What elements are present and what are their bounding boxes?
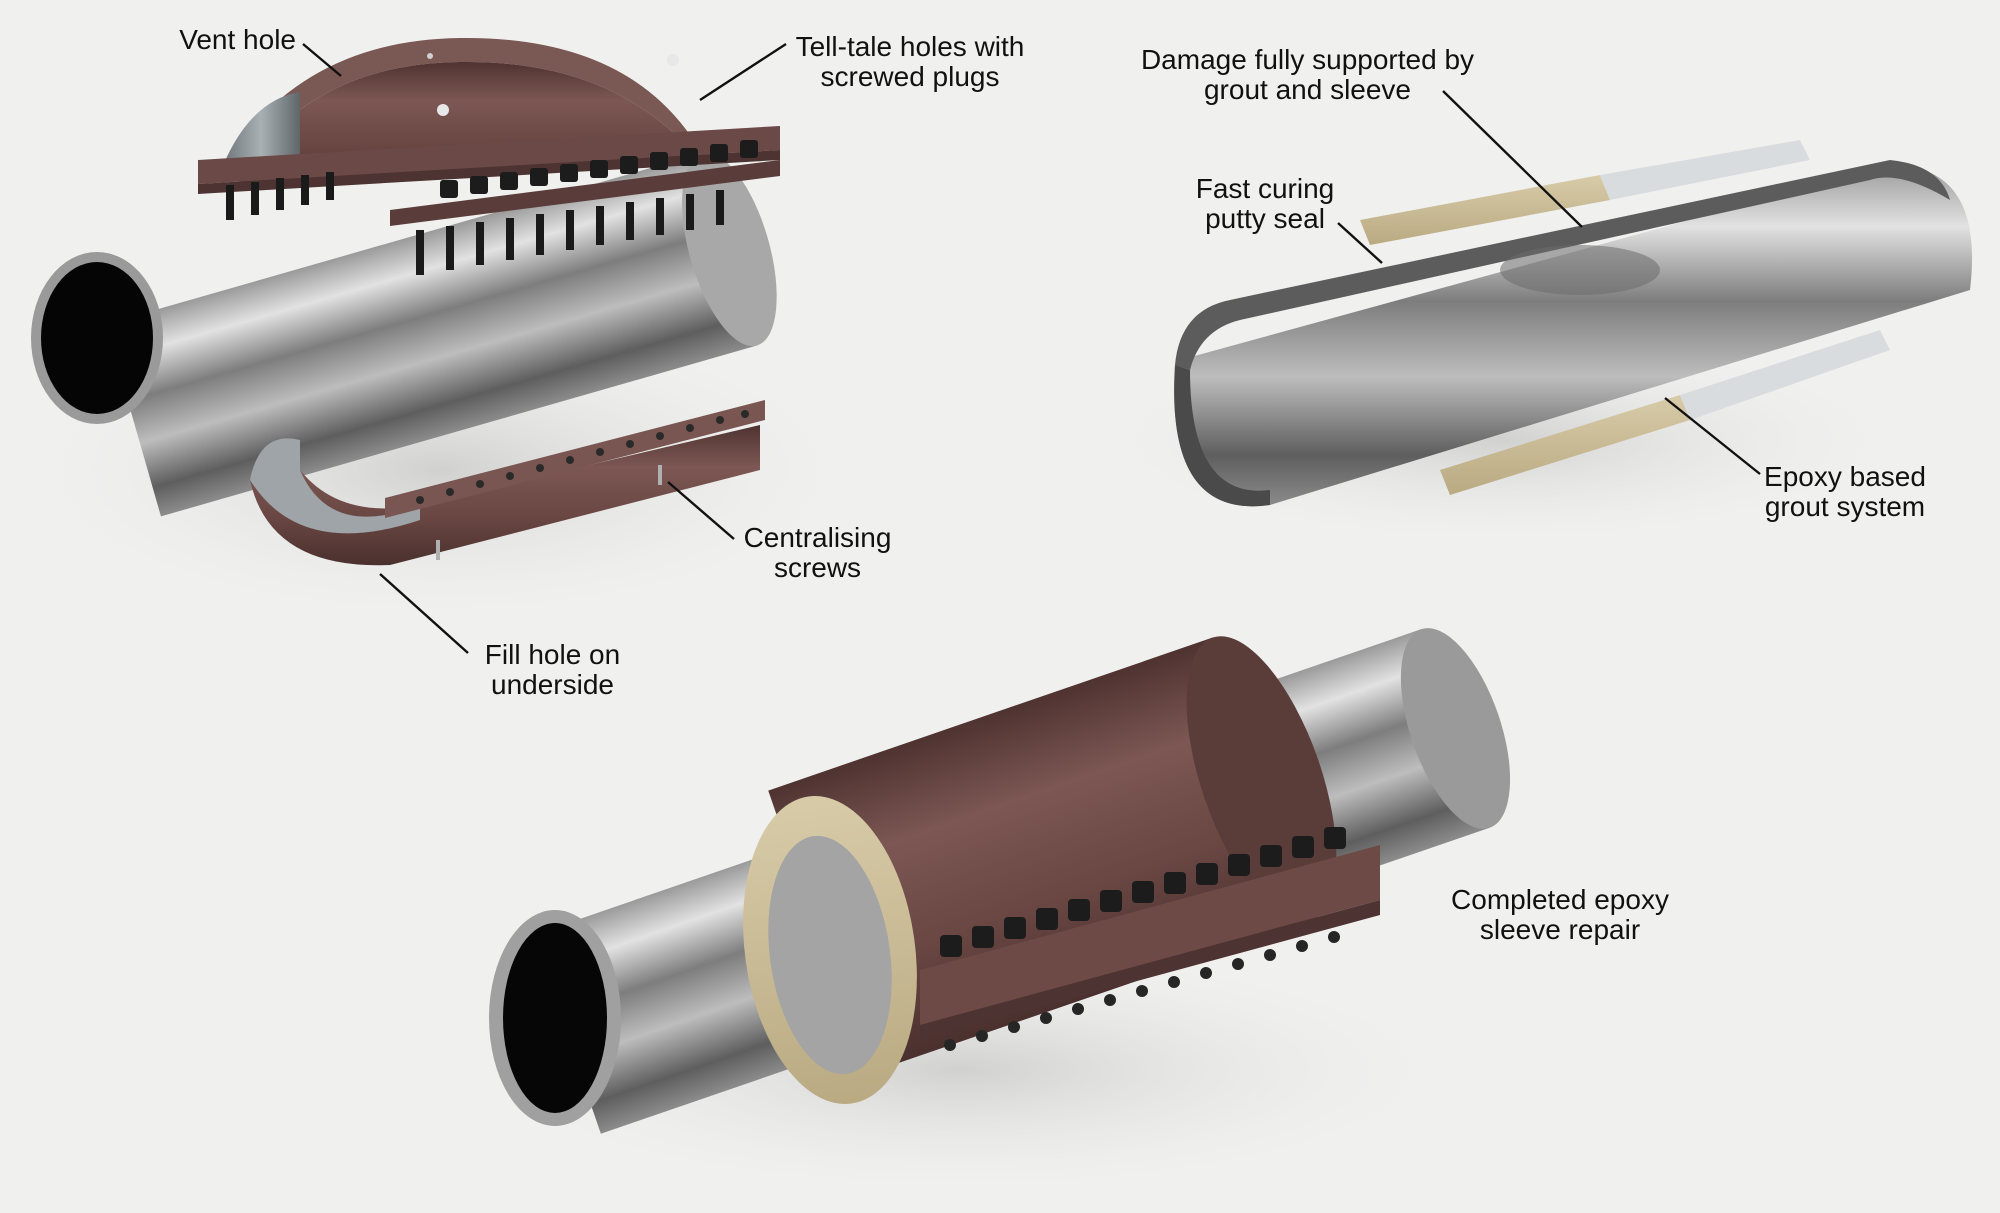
- label-putty-line2: putty seal: [1205, 203, 1325, 234]
- label-centralising-line2: screws: [773, 552, 862, 583]
- label-fill-hole-line1: Fill hole on: [484, 639, 621, 670]
- label-completed-line1: Completed epoxy: [1451, 884, 1669, 915]
- leader-damage: [1442, 90, 1583, 228]
- leader-vent-hole: [302, 43, 342, 77]
- label-vent-hole: Vent hole: [160, 25, 296, 55]
- leader-centralising: [667, 481, 735, 540]
- label-telltale-line2: screwed plugs: [820, 61, 1000, 92]
- label-damage-line2: grout and sleeve: [1203, 74, 1412, 105]
- label-telltale-holes: Tell-tale holes with screwed plugs: [790, 32, 1030, 92]
- leader-epoxy-grout: [1664, 397, 1761, 475]
- label-telltale-line1: Tell-tale holes with: [795, 31, 1025, 62]
- leader-fill-hole: [379, 573, 469, 654]
- label-putty-seal: Fast curing putty seal: [1185, 174, 1345, 234]
- label-epoxy-line2: grout system: [1764, 491, 1926, 522]
- label-damage-line1: Damage fully supported by: [1140, 44, 1475, 75]
- leader-putty: [1337, 222, 1383, 264]
- leader-telltale: [699, 42, 787, 102]
- cross-section-pipe: [1080, 140, 1973, 550]
- label-damage-supported: Damage fully supported by grout and slee…: [1130, 45, 1485, 105]
- label-epoxy-grout: Epoxy based grout system: [1750, 462, 1940, 522]
- label-completed-repair: Completed epoxy sleeve repair: [1440, 885, 1680, 945]
- label-completed-line2: sleeve repair: [1479, 914, 1641, 945]
- label-putty-line1: Fast curing: [1195, 173, 1335, 204]
- exploded-sleeve-assembly: [0, 37, 880, 630]
- leader-lines: [302, 42, 1761, 654]
- label-fill-hole: Fill hole on underside: [470, 640, 635, 700]
- label-vent-hole-text: Vent hole: [179, 24, 296, 55]
- label-fill-hole-line2: underside: [491, 669, 614, 700]
- label-epoxy-line1: Epoxy based: [1764, 461, 1926, 492]
- label-centralising-line1: Centralising: [743, 522, 892, 553]
- label-centralising-screws: Centralising screws: [735, 523, 900, 583]
- completed-repair: [440, 628, 1511, 1200]
